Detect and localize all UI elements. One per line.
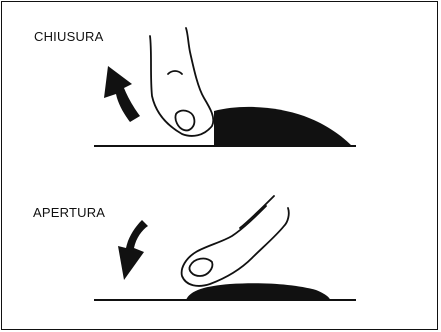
curved-arrow-down-icon: [118, 220, 148, 280]
closing-panel: [94, 28, 356, 146]
finger-pressing-icon: [150, 28, 213, 136]
tab-shape-closing: [214, 107, 352, 146]
curved-arrow-up-icon: [104, 66, 140, 122]
tab-shape-opening: [186, 283, 330, 300]
opening-panel: [94, 196, 356, 300]
finger-sliding-icon: [182, 196, 289, 286]
